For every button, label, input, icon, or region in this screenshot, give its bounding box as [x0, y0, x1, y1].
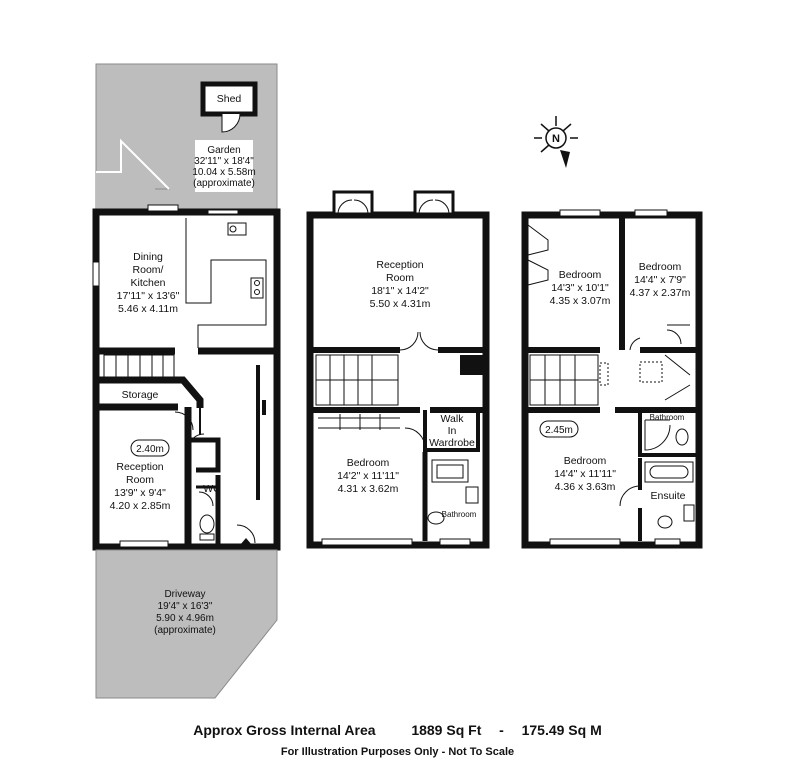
second-bedroom-a-dim-ft: 14'3" x 10'1"	[551, 282, 609, 294]
first-reception-dim-m: 5.50 x 4.31m	[370, 298, 431, 310]
first-stairs	[315, 354, 399, 406]
driveway-dim-m: 5.90 x 4.96m	[156, 613, 214, 624]
garden-note: (approximate)	[193, 178, 255, 189]
first-bedroom-name: Bedroom	[347, 457, 390, 469]
second-bedroom-c-name: Bedroom	[564, 455, 607, 467]
second-floor	[521, 209, 703, 549]
wc-label: WC	[203, 483, 221, 495]
driveway-name: Driveway	[164, 589, 205, 600]
garden-dim-m: 10.04 x 5.58m	[192, 167, 255, 178]
ceiling-height-second: 2.45m	[545, 425, 573, 436]
walk-in-line-3: Wardrobe	[429, 437, 475, 449]
disclaimer: For Illustration Purposes Only - Not To …	[280, 746, 515, 758]
first-bedroom-dim-ft: 14'2" x 11'11"	[337, 470, 399, 482]
dining-name-1: Dining	[133, 251, 163, 263]
dining-name-2: Room/	[133, 264, 164, 276]
first-reception-name-2: Room	[386, 272, 414, 284]
walk-in-line-2: In	[448, 425, 457, 437]
ensuite-label: Ensuite	[650, 490, 685, 502]
ceiling-height-badge-ground	[130, 439, 170, 457]
garden-name: Garden	[207, 145, 240, 156]
reception-dim-ft: 13'9" x 9'4"	[114, 487, 166, 499]
first-bathroom-label: Bathroom	[442, 510, 477, 519]
reception-dim-m: 4.20 x 2.85m	[110, 500, 171, 512]
first-reception-name-1: Reception	[376, 259, 423, 271]
dining-dim-m: 5.46 x 4.11m	[118, 303, 178, 315]
dining-dim-ft: 17'11" x 13'6"	[117, 290, 180, 302]
area-separator: -	[499, 722, 504, 738]
first-floor	[306, 190, 490, 549]
ground-floor	[92, 63, 281, 699]
first-bedroom-dim-m: 4.31 x 3.62m	[338, 483, 399, 495]
dining-name-3: Kitchen	[130, 277, 165, 289]
driveway-note: (approximate)	[154, 625, 216, 636]
second-bedroom-a-dim-m: 4.35 x 3.07m	[550, 295, 611, 307]
second-bathroom-label: Bathroom	[650, 413, 685, 422]
area-sq-m: 175.49 Sq M	[521, 722, 602, 738]
ceiling-height-badge-second	[539, 420, 579, 438]
garden-area-lower	[96, 141, 155, 212]
second-bedroom-b-dim-m: 4.37 x 2.37m	[630, 287, 691, 299]
storage-label: Storage	[122, 389, 159, 401]
gross-area-line: Approx Gross Internal Area 1889 Sq Ft - …	[0, 722, 795, 738]
second-stairs	[529, 354, 599, 406]
reception-name-2: Room	[126, 474, 154, 486]
garden-dim-ft: 32'11" x 18'4"	[194, 156, 254, 167]
compass-letter: N	[552, 133, 560, 145]
first-reception-dim-ft: 18'1" x 14'2"	[371, 285, 429, 297]
shed-label: Shed	[217, 93, 242, 105]
shed	[200, 81, 258, 133]
area-label: Approx Gross Internal Area	[193, 722, 376, 738]
second-bedroom-a-name: Bedroom	[559, 269, 602, 281]
second-bedroom-c-dim-m: 4.36 x 3.63m	[555, 481, 616, 493]
second-bedroom-b-name: Bedroom	[639, 261, 682, 273]
compass-icon: N	[534, 116, 578, 168]
area-sq-ft: 1889 Sq Ft	[411, 722, 482, 738]
driveway-area	[95, 549, 278, 699]
garden-label-box	[195, 140, 253, 192]
reception-name-1: Reception	[116, 461, 163, 473]
kitchen-counter	[185, 218, 267, 348]
walk-in-line-1: Walk	[441, 413, 465, 425]
ceiling-height-ground: 2.40m	[136, 444, 164, 455]
second-bedroom-c-dim-ft: 14'4" x 11'11"	[554, 468, 616, 480]
driveway-dim-ft: 19'4" x 16'3"	[158, 601, 213, 612]
second-bedroom-b-dim-ft: 14'4" x 7'9"	[634, 274, 686, 286]
entrance-arrow	[240, 538, 252, 551]
